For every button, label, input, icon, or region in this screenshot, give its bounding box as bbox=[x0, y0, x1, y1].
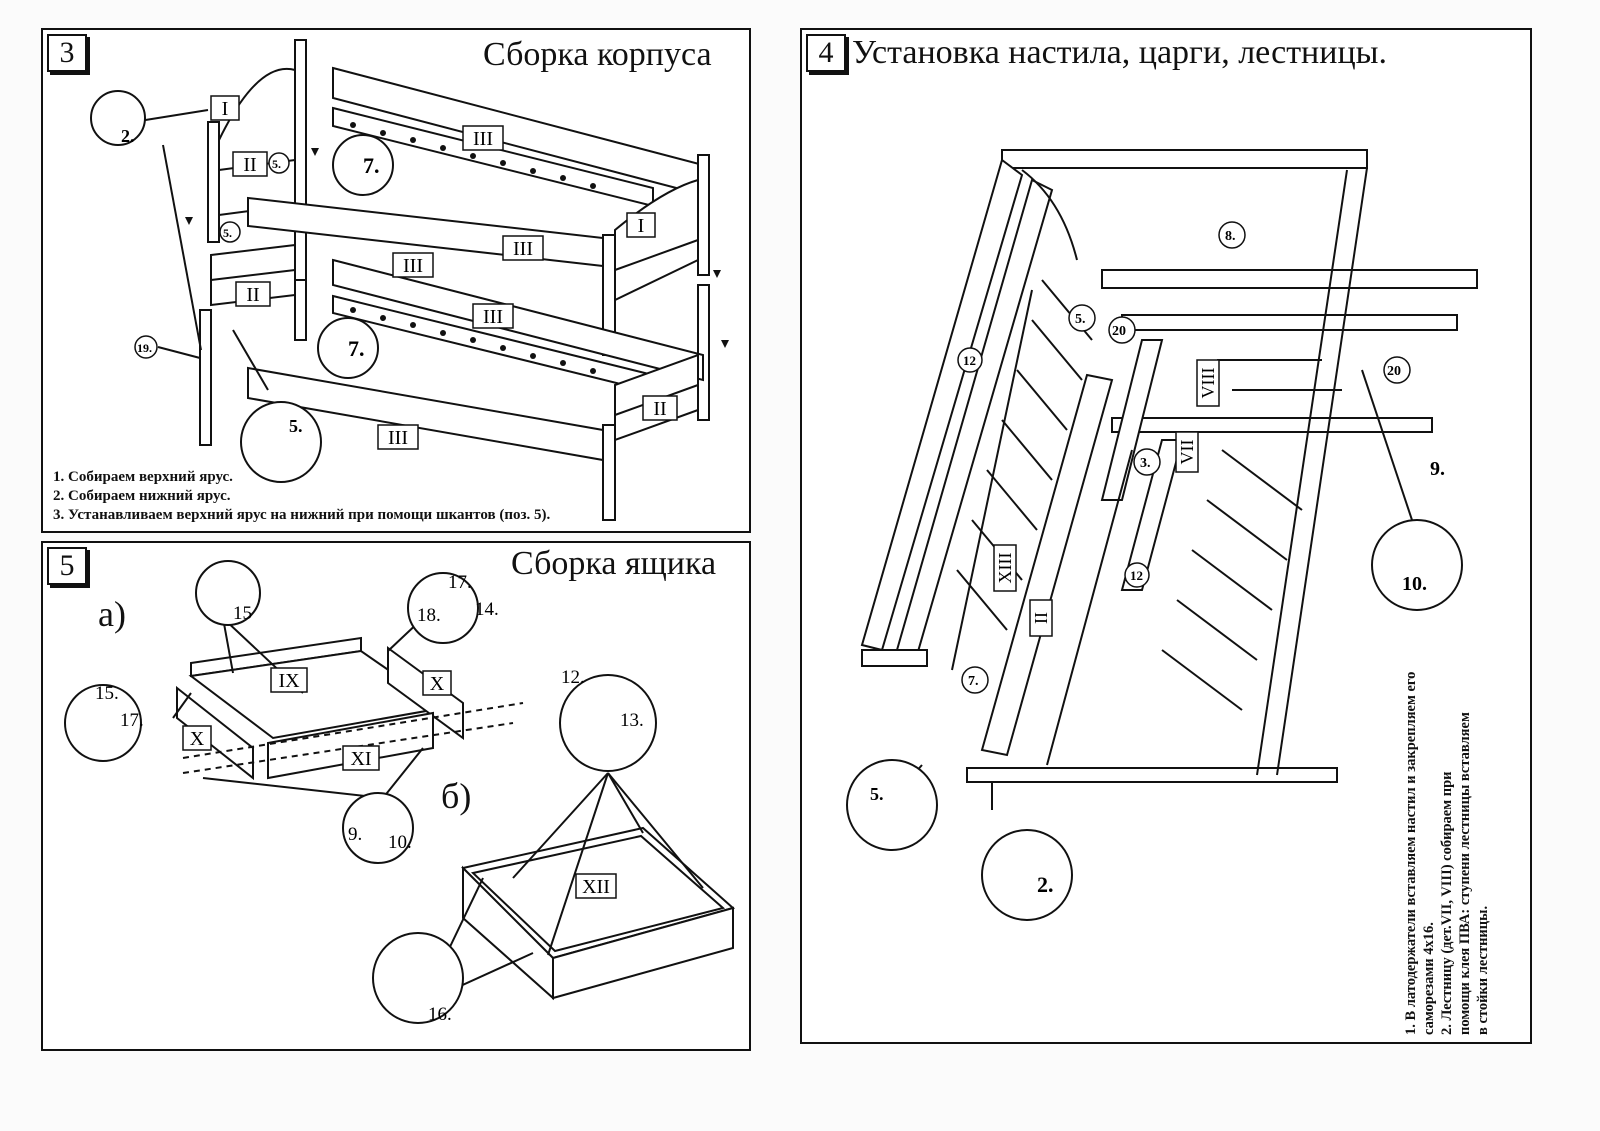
note-3: 3. Устанавливаем верхний ярус на нижний … bbox=[53, 507, 551, 523]
callout-9: 9. bbox=[348, 824, 362, 845]
label-II-lower: II bbox=[246, 284, 259, 306]
callout-19: 19. bbox=[137, 341, 152, 355]
panel-title: Сборка корпуса bbox=[483, 36, 712, 73]
label-XII: XII bbox=[582, 876, 610, 898]
callout-10: 10. bbox=[1402, 573, 1427, 595]
note-2: 2. Лестницу (дет.VII, VIII) собираем при bbox=[1439, 771, 1455, 1036]
panel-body-assembly: 3 Сборка корпуса bbox=[41, 28, 751, 533]
label-XIII: XIII bbox=[995, 553, 1015, 584]
panel-deck-installation: 4 Установка настила, царги, лестницы. bbox=[800, 28, 1532, 1044]
callout-5-zoom: 5. bbox=[289, 416, 303, 436]
callout-7-top: 7. bbox=[363, 153, 380, 178]
callout-20-right: 20 bbox=[1387, 364, 1401, 379]
callout-16: 16. bbox=[428, 1004, 452, 1025]
note-2-cont: помощи клея ПВА: ступени лестницы вставл… bbox=[1457, 712, 1473, 1035]
label-III-5: III bbox=[388, 427, 408, 449]
bed-frame-drawing: I I II II II III III III III III 2. 5. bbox=[90, 39, 729, 521]
callout-12: 12. bbox=[561, 667, 585, 688]
callout-12: 12 bbox=[963, 353, 976, 368]
callout-15: 15 bbox=[233, 603, 252, 624]
callout-10: 10. bbox=[388, 832, 412, 853]
label-II-foot: II bbox=[653, 398, 666, 420]
note-1: 1. В латодержатели вставляем настил и за… bbox=[1403, 671, 1419, 1035]
label-II: II bbox=[1031, 612, 1051, 624]
callout-2: 2. bbox=[121, 126, 135, 146]
label-I-right: I bbox=[638, 215, 645, 237]
callout-15-left: 15. bbox=[95, 683, 119, 704]
callout-8: 8. bbox=[1225, 229, 1236, 244]
label-VIII: VIII bbox=[1198, 368, 1218, 399]
callout-5-zoom: 5. bbox=[870, 784, 884, 804]
drawer-drawing: IX X X XI XII 15 17. 18. 14. 15. 17. 9. … bbox=[64, 560, 736, 1025]
label-VII: VII bbox=[1177, 440, 1197, 465]
panel-drawer-assembly: 5 Сборка ящика а) б) bbox=[41, 541, 751, 1051]
note-1-cont: саморезами 4х16. bbox=[1421, 922, 1437, 1035]
callout-17-left: 17. bbox=[120, 710, 144, 731]
callout-14: 14. bbox=[475, 599, 499, 620]
label-III-4: III bbox=[483, 306, 503, 328]
callout-7: 7. bbox=[968, 674, 979, 689]
step-number: 4 bbox=[806, 34, 846, 72]
label-XI: XI bbox=[350, 748, 371, 770]
callout-7-bottom: 7. bbox=[348, 336, 365, 361]
note-2-end: в стойки лестницы. bbox=[1475, 905, 1491, 1035]
step-number: 3 bbox=[47, 34, 87, 72]
sub-label-a: а) bbox=[98, 594, 126, 634]
callout-5-top: 5. bbox=[272, 157, 281, 171]
label-X-left: X bbox=[190, 728, 205, 750]
callout-17: 17. bbox=[448, 572, 472, 593]
sub-label-b: б) bbox=[441, 776, 472, 816]
callout-9: 9. bbox=[1430, 458, 1445, 480]
panel-title: Установка настила, царги, лестницы. bbox=[852, 34, 1387, 71]
label-II-upper: II bbox=[243, 154, 256, 176]
callout-5: 5. bbox=[1075, 312, 1086, 327]
assembly-notes: 1. Собираем верхний ярус. 2. Собираем ни… bbox=[53, 468, 550, 525]
deck-ladder-drawing: II VII VIII XIII 12 12 5. 20 20 8. 3. 7. bbox=[846, 149, 1478, 921]
step-number: 5 bbox=[47, 547, 87, 585]
callout-18: 18. bbox=[417, 605, 441, 626]
installation-notes: 1. В латодержатели вставляем настил и за… bbox=[1402, 672, 1492, 1035]
callout-3: 3. bbox=[1140, 456, 1151, 471]
callout-12-lower: 12 bbox=[1130, 568, 1143, 583]
callout-2: 2. bbox=[1037, 872, 1054, 897]
label-X-right: X bbox=[430, 673, 445, 695]
label-III-3: III bbox=[403, 255, 423, 277]
label-I-left: I bbox=[222, 98, 229, 120]
callout-5-mid: 5. bbox=[223, 226, 232, 240]
panel-title: Сборка ящика bbox=[511, 545, 717, 582]
callout-13: 13. bbox=[620, 710, 644, 731]
note-2: 2. Собираем нижний ярус. bbox=[53, 488, 231, 504]
note-1: 1. Собираем верхний ярус. bbox=[53, 469, 233, 485]
label-III-1: III bbox=[473, 128, 493, 150]
callout-20: 20 bbox=[1112, 324, 1126, 339]
label-III-2: III bbox=[513, 238, 533, 260]
label-IX: IX bbox=[278, 670, 300, 692]
